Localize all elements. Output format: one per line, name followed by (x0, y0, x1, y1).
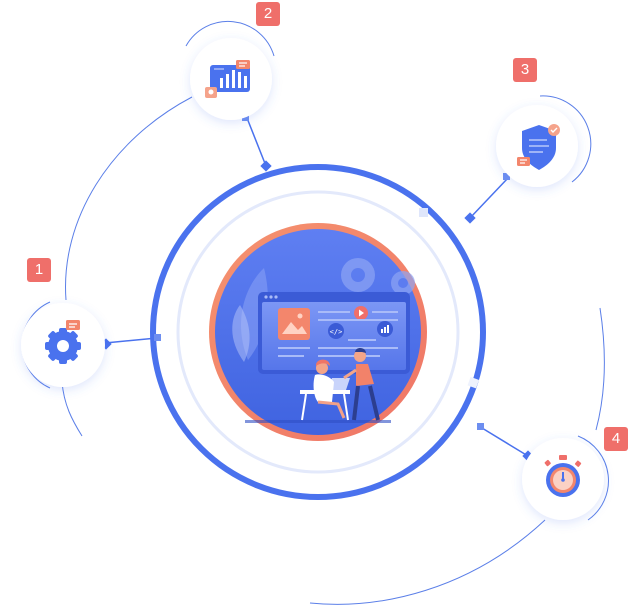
outer-orbit-arcs (61, 96, 605, 605)
node-4-orbit (577, 435, 609, 521)
node-4[interactable] (522, 435, 609, 521)
connector-3 (469, 177, 509, 219)
node-2[interactable] (185, 20, 275, 120)
shield-check-icon (517, 124, 560, 170)
node-1-number-badge: 1 (27, 258, 51, 282)
joint-dot (503, 173, 510, 180)
joint-diamond (464, 212, 476, 224)
pale-inner-ring (176, 190, 460, 474)
ring-marker-square (467, 376, 480, 389)
joint-dot (242, 114, 249, 121)
joint-diamond (260, 160, 272, 172)
joint-dot (154, 334, 161, 341)
node-3-number-badge: 3 (513, 58, 537, 82)
joint-dot (477, 423, 484, 430)
code-icon (328, 323, 344, 339)
node-3-orbit (539, 95, 592, 183)
person-standing-head (354, 350, 366, 362)
orbit-arc-bottom (309, 519, 546, 605)
orbit-arc-left-lower (61, 381, 83, 437)
leaf-decoration (232, 305, 250, 362)
connector-4 (481, 427, 529, 457)
node-1[interactable] (21, 301, 105, 389)
stopwatch-icon (544, 455, 582, 497)
node-2-orbit (185, 20, 275, 57)
main-ring (150, 164, 486, 500)
image-icon (278, 308, 310, 340)
ring-marker-square (419, 208, 428, 217)
connector-2 (246, 117, 267, 167)
node-3[interactable] (496, 95, 592, 187)
bar-chart-icon (205, 60, 250, 98)
node-2-number-badge: 2 (256, 2, 280, 26)
person-sitting-head (316, 362, 328, 374)
person-sitting-body (313, 374, 334, 402)
gear-icon (45, 320, 81, 364)
svg-text:</>: </> (330, 328, 343, 336)
team-meeting-screen-illustration: </> (232, 258, 415, 423)
gear-decoration (341, 258, 415, 295)
orbit-arc-right (595, 307, 605, 431)
floor (245, 420, 391, 423)
person-standing-body (356, 364, 374, 386)
connectors (104, 117, 529, 457)
node-4-number-badge: 4 (604, 427, 628, 451)
orbit-arc-left (65, 96, 193, 301)
connector-1 (104, 337, 158, 344)
